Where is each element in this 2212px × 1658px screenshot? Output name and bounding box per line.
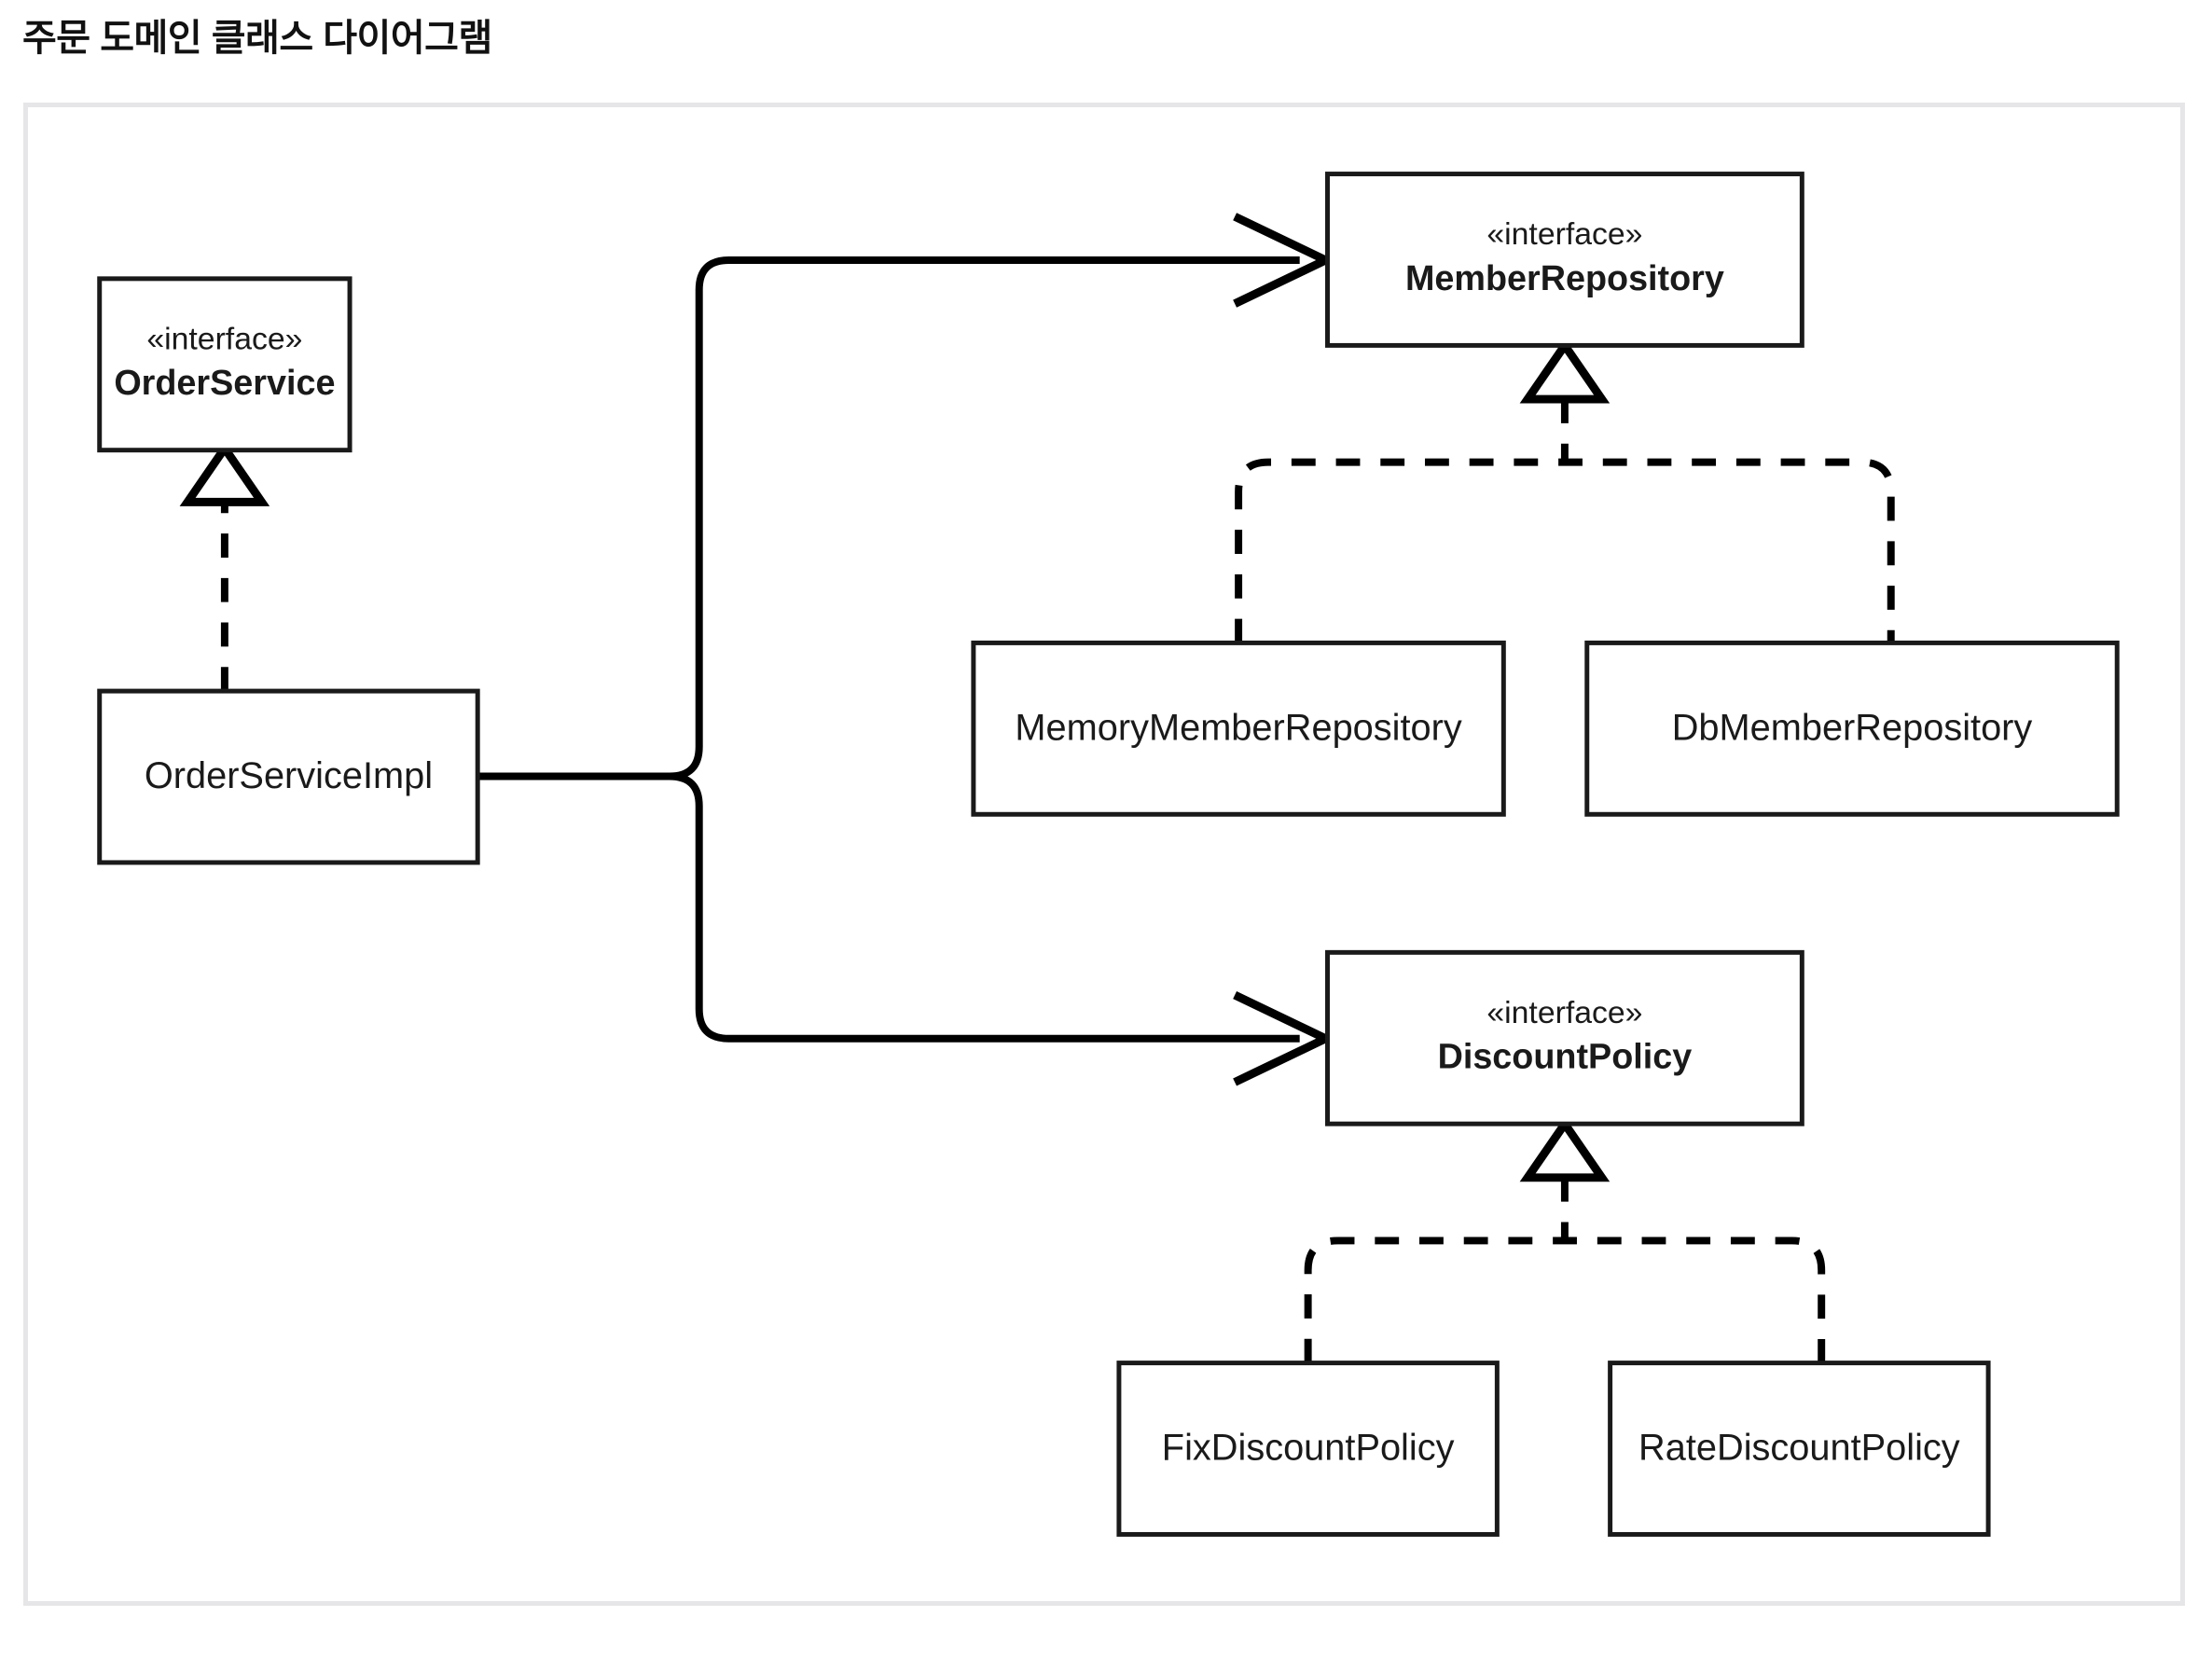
class-node-ratediscountpolicy[interactable]: RateDiscountPolicy (1608, 1361, 1991, 1537)
class-node-memorymemberrepository[interactable]: MemoryMemberRepository (971, 640, 1506, 817)
edge-realization-discountpolicy-bus (1304, 1116, 1826, 1363)
class-node-memberrepository-name: MemberRepository (1405, 259, 1724, 298)
class-node-orderservice-stereotype: «interface» (146, 321, 302, 356)
class-node-ratediscountpolicy-name: RateDiscountPolicy (1638, 1428, 1960, 1469)
class-node-discountpolicy-name: DiscountPolicy (1438, 1038, 1693, 1077)
class-node-discountpolicy[interactable]: «interface» DiscountPolicy (1325, 949, 1804, 1126)
class-node-discountpolicy-stereotype: «interface» (1486, 995, 1642, 1030)
class-node-memberrepository[interactable]: «interface» MemberRepository (1325, 172, 1804, 348)
class-node-fixdiscountpolicy-box[interactable] (1116, 1361, 1500, 1537)
class-node-orderservice-box[interactable] (97, 276, 353, 453)
class-node-memorymemberrepository-name: MemoryMemberRepository (1015, 707, 1461, 748)
class-node-orderservice[interactable]: «interface» OrderService (97, 276, 353, 453)
class-node-memorymemberrepository-box[interactable] (971, 640, 1506, 817)
diagram-frame: «interface» OrderService OrderServiceImp… (23, 103, 2185, 1606)
edge-realization-memberrepository-bus (1235, 338, 1895, 643)
class-node-dbmemberrepository-box[interactable] (1584, 640, 2120, 817)
edge-realization-orderserviceimpl-orderservice (179, 440, 270, 692)
class-node-orderserviceimpl-box[interactable] (97, 688, 480, 865)
class-node-ratediscountpolicy-box[interactable] (1608, 1361, 1991, 1537)
class-node-orderserviceimpl[interactable]: OrderServiceImpl (97, 688, 480, 865)
edge-association-orderserviceimpl-discountpolicy (477, 772, 1335, 1086)
class-node-dbmemberrepository[interactable]: DbMemberRepository (1584, 640, 2120, 817)
class-diagram-canvas: «interface» OrderService OrderServiceImp… (97, 172, 2120, 1537)
class-node-dbmemberrepository-name: DbMemberRepository (1672, 707, 2033, 748)
class-node-orderserviceimpl-name: OrderServiceImpl (145, 755, 433, 796)
class-node-discountpolicy-box[interactable] (1325, 949, 1804, 1126)
class-node-memberrepository-box[interactable] (1325, 172, 1804, 348)
class-node-fixdiscountpolicy[interactable]: FixDiscountPolicy (1116, 1361, 1500, 1537)
class-node-memberrepository-stereotype: «interface» (1486, 216, 1642, 252)
class-node-orderservice-name: OrderService (114, 364, 335, 403)
class-node-fixdiscountpolicy-name: FixDiscountPolicy (1162, 1428, 1455, 1469)
page-title: 주문 도메인 클래스 다이어그램 (22, 18, 492, 59)
